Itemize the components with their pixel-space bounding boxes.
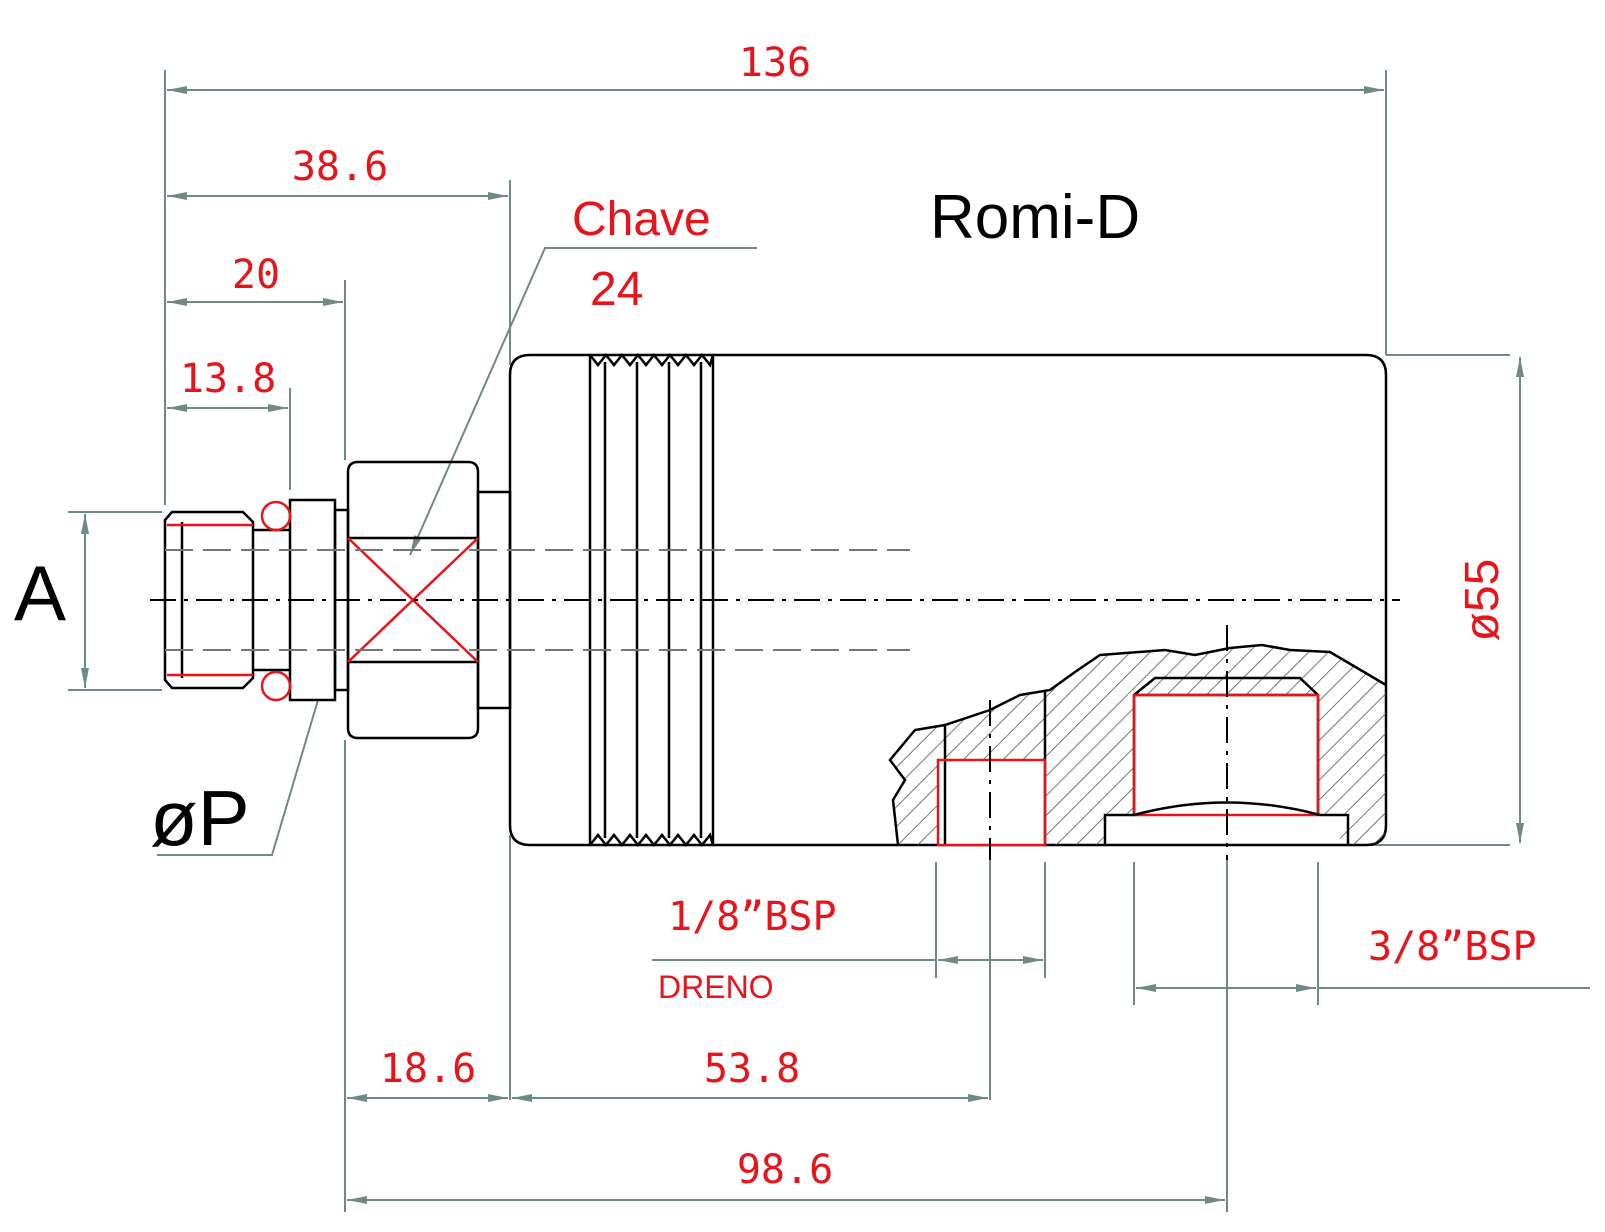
label-diameter-55: ø55 bbox=[1456, 559, 1509, 642]
label-drain-note: DRENO bbox=[658, 969, 774, 1005]
dim-20: 20 bbox=[232, 252, 280, 298]
dim-overall-length: 136 bbox=[739, 40, 811, 86]
label-port-thread: 3/8”BSP bbox=[1368, 924, 1537, 970]
dim-13-8: 13.8 bbox=[180, 356, 276, 402]
o-ring-bottom bbox=[260, 670, 292, 702]
wrench-flat-cross-b bbox=[347, 537, 479, 663]
dim-53-8: 53.8 bbox=[704, 1046, 800, 1092]
label-drain-thread: 1/8”BSP bbox=[668, 894, 837, 940]
label-p: øP bbox=[150, 774, 250, 862]
leader-p bbox=[157, 699, 319, 856]
section-cutaway bbox=[888, 625, 1387, 860]
dimension-lines bbox=[81, 86, 1524, 1204]
drawing-title: Romi-D bbox=[930, 183, 1140, 252]
label-chave-size: 24 bbox=[590, 263, 643, 316]
hidden-lines bbox=[165, 549, 910, 651]
label-chave: Chave bbox=[572, 193, 711, 246]
dim-98-6: 98.6 bbox=[737, 1147, 833, 1193]
labels: Romi-D 136 38.6 20 13.8 18.6 53.8 98.6 A… bbox=[14, 40, 1537, 1193]
dim-38-6: 38.6 bbox=[292, 144, 388, 190]
o-ring-top bbox=[260, 500, 292, 532]
o-rings bbox=[260, 500, 292, 702]
label-a: A bbox=[14, 549, 66, 637]
thread-marks bbox=[167, 523, 479, 677]
dim-18-6: 18.6 bbox=[380, 1046, 476, 1092]
drain-port bbox=[936, 758, 1047, 847]
leader-chave bbox=[409, 247, 757, 556]
extension-lines bbox=[68, 70, 1590, 1212]
